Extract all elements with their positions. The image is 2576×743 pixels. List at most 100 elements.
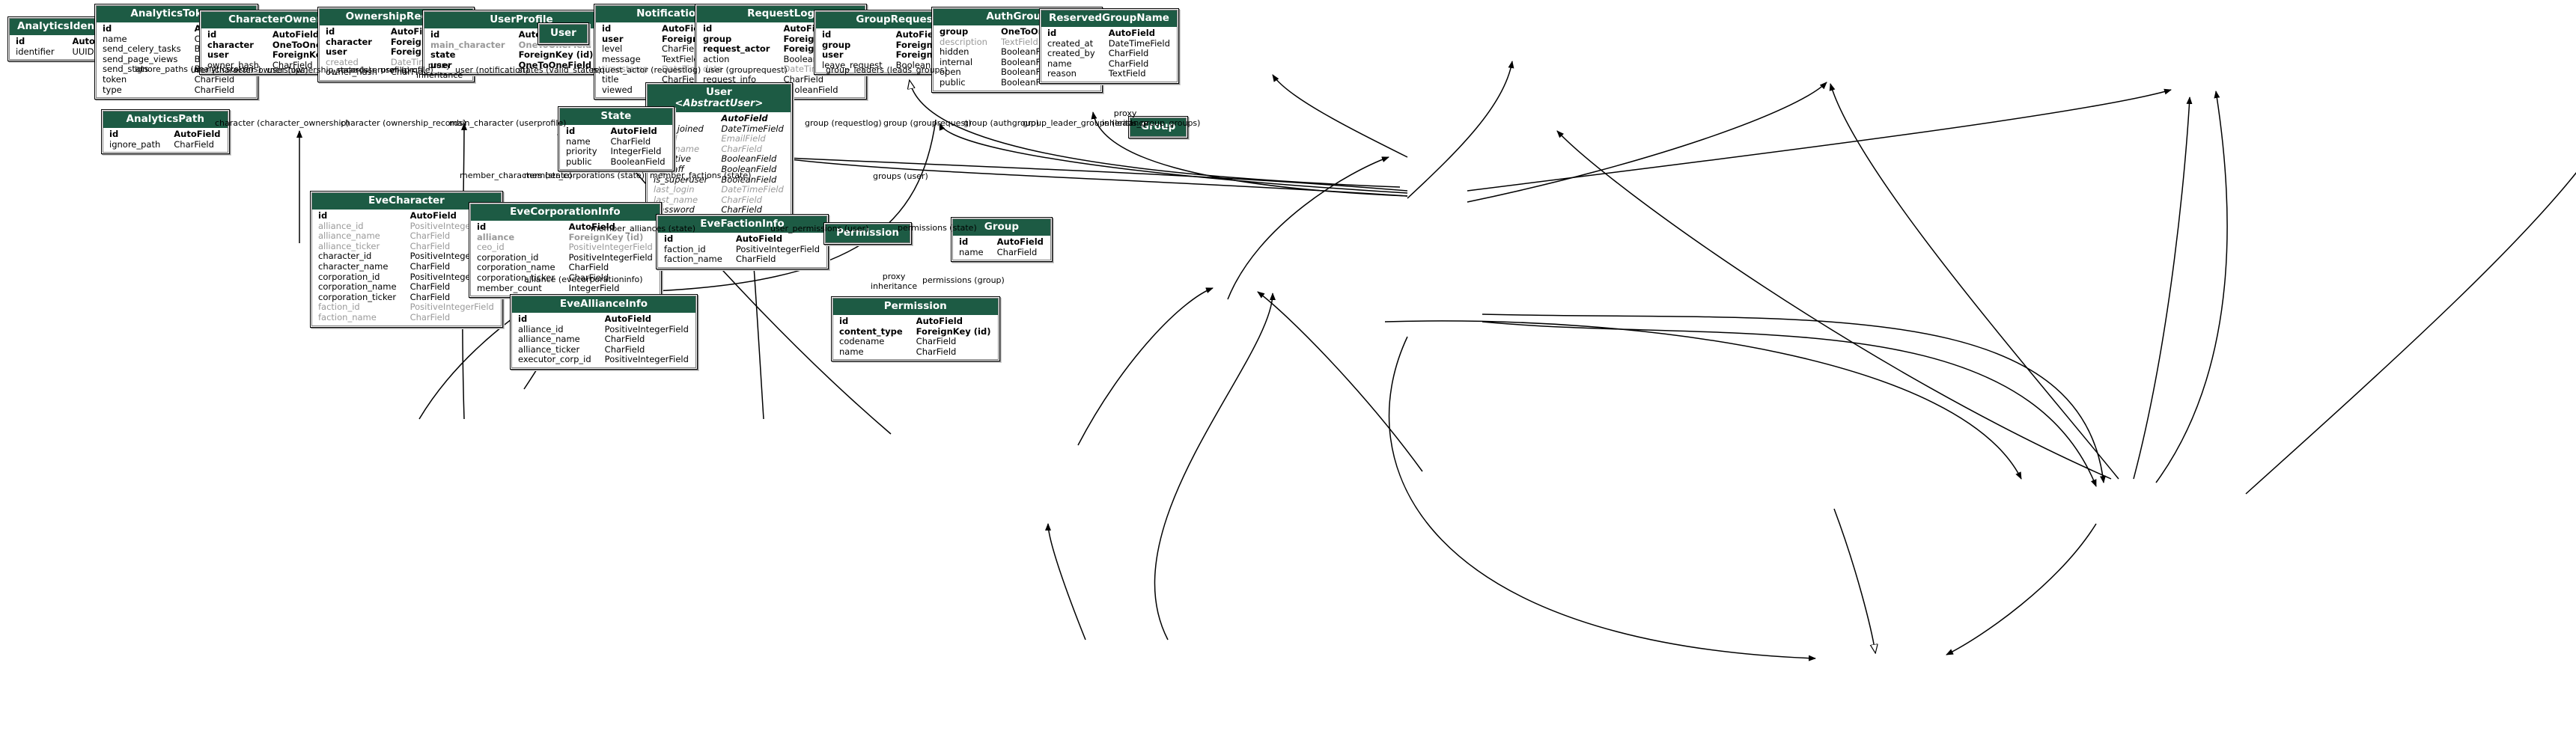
field-type: CharField bbox=[194, 84, 235, 95]
entity-title: State bbox=[560, 108, 672, 125]
entity-title: User<AbstractUser> bbox=[648, 85, 791, 112]
field-name: is_superuser bbox=[654, 174, 708, 185]
field-name: character bbox=[326, 36, 372, 47]
field-type: CharField bbox=[610, 135, 651, 147]
entity-field-row: id AutoField bbox=[471, 221, 660, 233]
entity-user-stub[interactable]: User bbox=[538, 22, 589, 45]
field-name: id bbox=[518, 314, 528, 324]
edge-label: proxy inheritance bbox=[871, 272, 918, 291]
field-type: CharField bbox=[916, 346, 957, 357]
entity-abstract-marker: <AbstractUser> bbox=[675, 98, 764, 109]
edge-label: permissions (group) bbox=[922, 275, 1005, 285]
entity-inner: Group bbox=[1130, 117, 1187, 137]
field-name: name bbox=[1047, 58, 1072, 69]
field-type: PositiveIntegerField bbox=[568, 251, 653, 263]
entity-permission-stub[interactable]: Permission bbox=[823, 222, 912, 245]
field-type: CharField bbox=[272, 59, 313, 70]
field-type: PositiveIntegerField bbox=[604, 323, 689, 334]
field-name: ignore_path bbox=[109, 138, 161, 150]
field-type: CharField bbox=[409, 291, 451, 302]
field-type: CharField bbox=[568, 272, 609, 283]
field-name: id bbox=[664, 233, 674, 244]
field-name: corporation_ticker bbox=[477, 272, 555, 283]
field-type: CharField bbox=[568, 262, 609, 273]
field-name: alliance_id bbox=[318, 220, 364, 231]
field-name: faction_id bbox=[664, 243, 706, 254]
field-type: AutoField bbox=[604, 314, 651, 324]
entity-analyticstokens[interactable]: AnalyticsTokensidAutoFieldnameCharFields… bbox=[94, 4, 258, 100]
edge-label: alliance (evecorporationinfo) bbox=[524, 275, 643, 284]
field-name: alliance bbox=[477, 231, 515, 242]
entity-title: ReservedGroupName bbox=[1041, 10, 1177, 27]
field-name: content_type bbox=[839, 325, 903, 337]
entity-inner: Permission bbox=[825, 224, 910, 243]
field-name: user bbox=[326, 46, 347, 58]
field-name: id bbox=[566, 126, 576, 136]
edge-label: user_permissions (user) bbox=[770, 224, 869, 233]
field-name: send_stats bbox=[103, 64, 149, 75]
field-type: PositiveIntegerField bbox=[409, 302, 494, 313]
edge-label: member_corporations (state) bbox=[524, 171, 645, 180]
field-type: CharField bbox=[1108, 48, 1149, 59]
field-name: corporation_name bbox=[477, 262, 555, 273]
field-name: name bbox=[103, 33, 127, 44]
edge-label: request_actor (requestlog) bbox=[591, 65, 701, 75]
field-name: id bbox=[703, 23, 713, 34]
field-name: id bbox=[207, 29, 217, 40]
field-name: description bbox=[940, 36, 987, 47]
field-type: CharField bbox=[721, 194, 762, 205]
edge-label: group (requestlog) bbox=[805, 118, 882, 128]
field-name: send_celery_tasks bbox=[103, 43, 181, 55]
edge-label: proxy inheritance bbox=[416, 61, 463, 80]
field-name: alliance_name bbox=[518, 334, 580, 345]
field-type: AutoField bbox=[735, 233, 783, 244]
edge-label: ignore_paths (analyticstokens) bbox=[135, 64, 261, 74]
field-name: codename bbox=[839, 336, 885, 347]
field-name: id bbox=[477, 221, 487, 232]
edge-label: user (grouprequest) bbox=[705, 65, 788, 75]
entity-inner: User bbox=[539, 24, 588, 43]
field-type: AutoField bbox=[568, 221, 615, 232]
entity-group-stub[interactable]: Group bbox=[1128, 116, 1189, 138]
field-name: owner_hash bbox=[207, 59, 259, 70]
field-name: public bbox=[940, 76, 966, 88]
